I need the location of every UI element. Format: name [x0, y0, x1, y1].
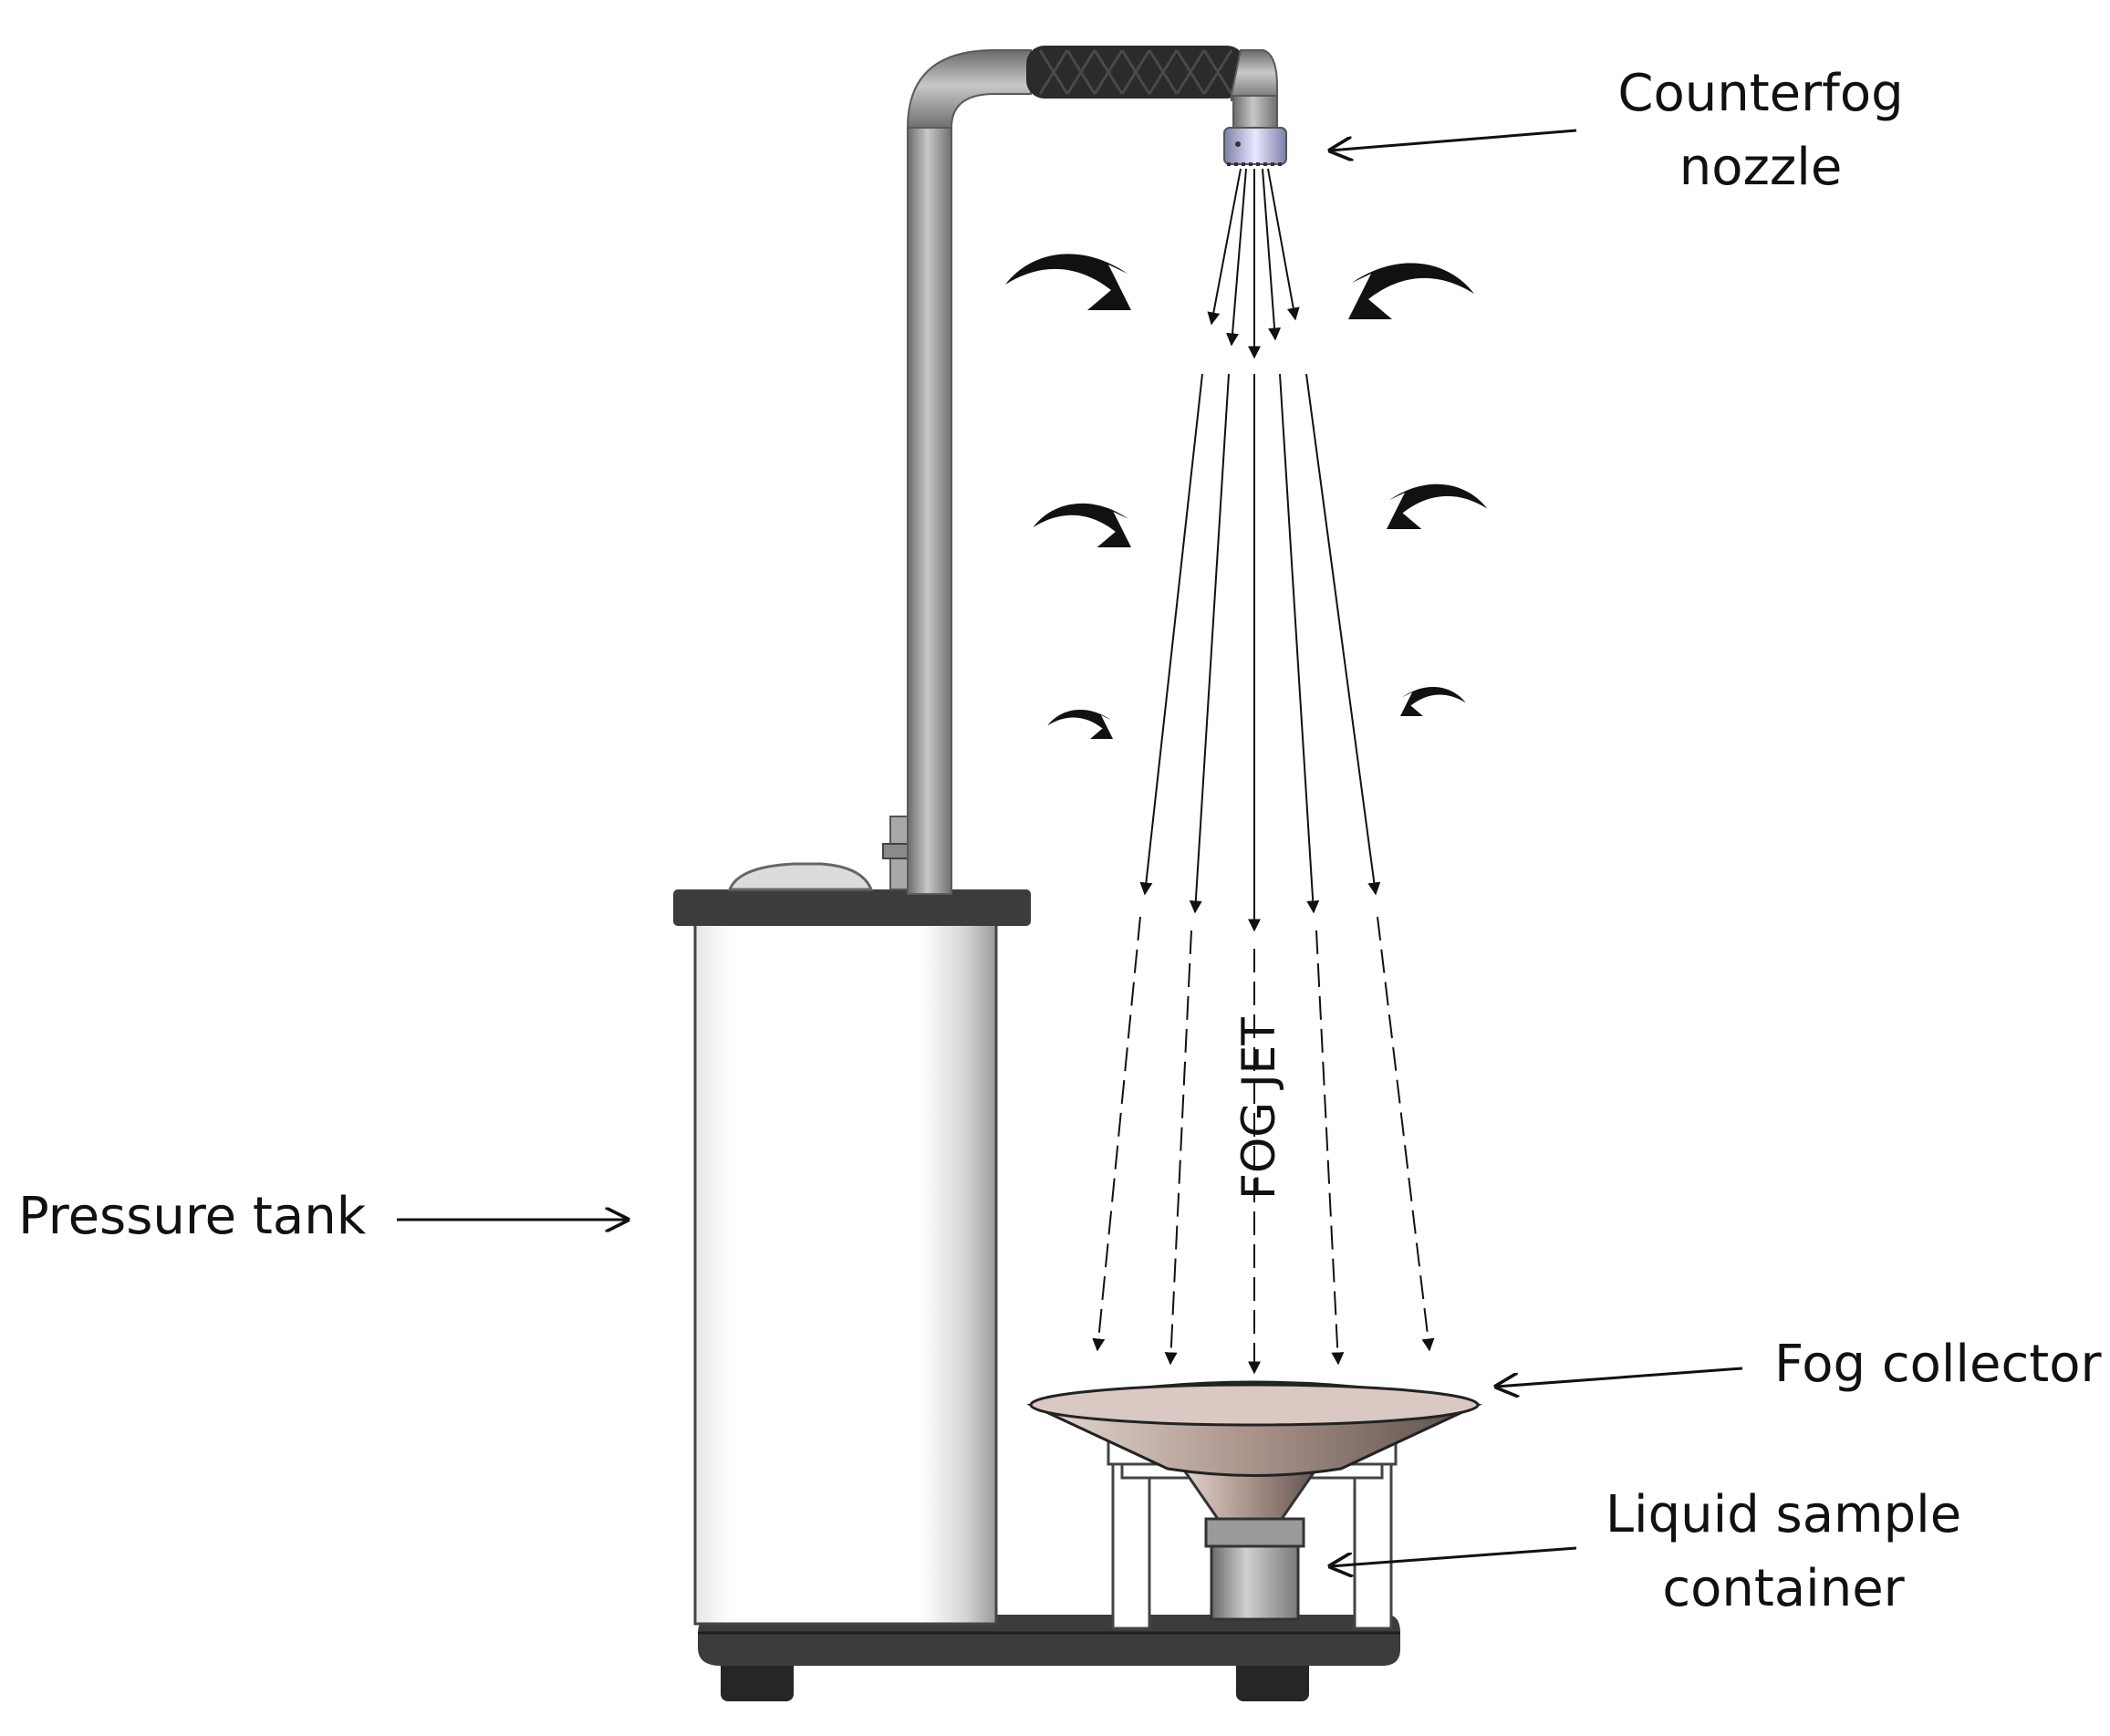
curved-arrow-icon: [1005, 254, 1131, 310]
pressure-tank: [673, 816, 1031, 1626]
fog-jet-lines: [1092, 168, 1435, 1375]
curved-arrow-icon: [1387, 483, 1488, 529]
riser-pipe: [906, 46, 1278, 895]
curved-arrow-icon: [1033, 503, 1131, 547]
collector-pointer-arrow: [1496, 1367, 1743, 1387]
label-line: container: [1662, 1559, 1905, 1619]
curved-arrow-icons: [1005, 254, 1488, 739]
pressure-tank-label: Pressure tank: [18, 1187, 367, 1246]
fog-collector-label: Fog collector: [1774, 1335, 2102, 1394]
liquid-sample-container: [1204, 1517, 1305, 1621]
label-line: Liquid sample: [1605, 1485, 1962, 1544]
curved-arrow-icon: [1047, 709, 1113, 739]
label-line: Counterfog: [1617, 64, 1904, 123]
label-arrows: [397, 129, 1743, 1566]
container-pointer-arrow: [1330, 1546, 1577, 1566]
counterfog-nozzle-label: Counterfog nozzle: [1610, 57, 1911, 204]
curved-arrow-icon: [1348, 263, 1474, 319]
label-line: nozzle: [1679, 138, 1843, 198]
fog-collector: [1026, 1380, 1482, 1630]
liquid-sample-container-label: Liquid sample container: [1583, 1478, 1984, 1626]
counterfog-nozzle: [1223, 95, 1287, 166]
curved-arrow-icon: [1400, 686, 1466, 716]
nozzle-pointer-arrow: [1330, 129, 1577, 151]
fog-jet-label: FOG JET: [1232, 1017, 1285, 1200]
base-plate: [698, 1615, 1400, 1701]
